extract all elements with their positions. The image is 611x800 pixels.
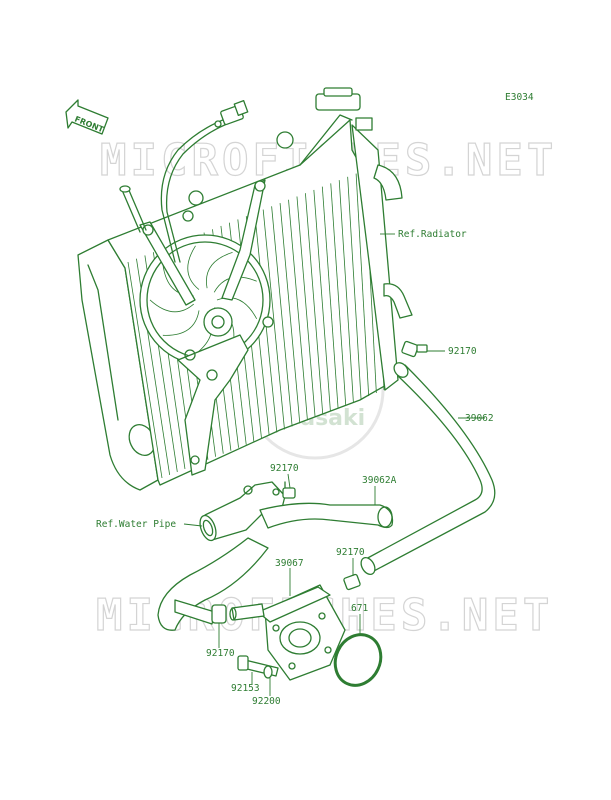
label-ref-radiator: Ref.Radiator: [398, 229, 467, 240]
label-ref-water-pipe: Ref.Water Pipe: [96, 519, 176, 530]
hose-39062a: [259, 502, 394, 529]
fan-blade: [216, 297, 258, 320]
fan-blade: [149, 299, 194, 313]
diagram-code: E3034: [505, 92, 534, 103]
radiator-fin: [271, 206, 293, 427]
radiator-fin: [296, 196, 316, 418]
radiator-fin: [321, 186, 339, 409]
radiator-fin: [355, 173, 370, 397]
cooling-fan: [139, 179, 274, 476]
o-ring-671: [333, 633, 383, 687]
water-pipe-fitting: [199, 481, 296, 542]
label-92170-upper: 92170: [448, 346, 477, 357]
label-39067: 39067: [275, 558, 304, 569]
hose-39067: [157, 537, 269, 631]
fan-wire-connector: [119, 100, 249, 263]
fan-blade: [206, 252, 233, 289]
radiator-fin: [305, 193, 324, 415]
radiator-fin: [127, 261, 163, 479]
radiator-fin: [347, 176, 362, 400]
radiator-fin: [330, 183, 347, 406]
front-arrow-icon: FRONT: [65, 99, 109, 135]
fan-blade: [162, 310, 200, 336]
hose-39062: [343, 340, 496, 591]
radiator-fin: [262, 209, 285, 430]
label-92200: 92200: [252, 696, 281, 707]
fan-blade: [187, 245, 200, 290]
label-671: 671: [351, 603, 368, 614]
label-92153: 92153: [231, 683, 260, 694]
label-39062a: 39062A: [362, 475, 397, 486]
label-92170-cooler: 92170: [336, 547, 365, 558]
label-39062: 39062: [465, 413, 494, 424]
oil-cooler: [229, 584, 346, 681]
radiator-fin: [313, 189, 331, 412]
label-92170-lower: 92170: [206, 648, 235, 659]
radiator-fin: [338, 180, 354, 403]
radiator-fin: [279, 202, 301, 424]
label-92170-pipe: 92170: [270, 463, 299, 474]
radiator-fin: [288, 199, 308, 421]
